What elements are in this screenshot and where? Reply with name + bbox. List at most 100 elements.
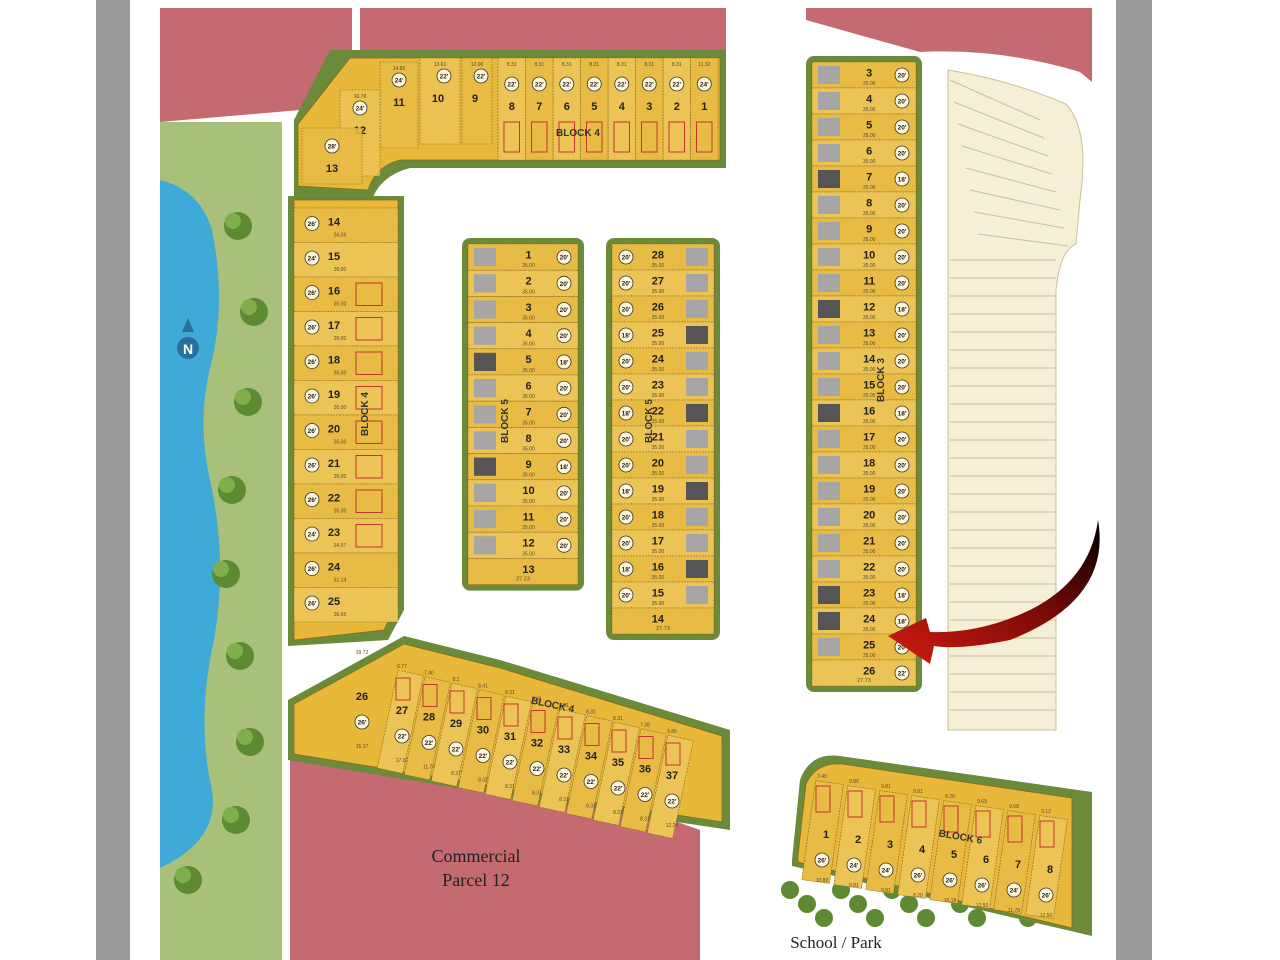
garage-size-text: 18' [622,411,631,418]
garage-size-badge [304,250,320,266]
garage-size-badge [618,275,634,291]
block5-east-label: BLOCK 5 [644,399,655,443]
lot-dimension: 31.14 [334,577,347,583]
garage-size-badge [894,353,910,369]
garage-size-badge [894,249,910,265]
house-footprint [355,420,383,444]
lot-dimension: 8.31 [613,716,623,722]
garage-footprint [686,404,708,422]
multi-family-unit-line [961,145,1053,175]
lot-dimension: 9.81 [849,883,859,889]
garage-size-text: 24' [882,868,891,875]
lot-parcel [511,702,559,807]
garage-size-badge [894,119,910,135]
lot-dimension: 35.00 [652,601,665,607]
lot-parcel [929,800,972,904]
garage-size-text: 22' [440,74,449,81]
lot-number: 22 [328,492,340,504]
lot: 22'58.31 [580,57,609,161]
lot-dimension: 8.31 [586,804,596,810]
lot-dimension: 8.31 [672,62,682,68]
garage-size-text: 18' [622,489,631,496]
garage-size-badge [894,561,910,577]
garage-size-badge [894,93,910,109]
lot: 22'68.31 [552,57,581,161]
lot-dimension: 35.00 [334,405,347,411]
lot-dimension: 35.00 [863,185,876,191]
garage-footprint [474,510,496,529]
lot-parcel [301,127,363,185]
garage-size-text: 28' [328,144,337,151]
lot-parcel [801,780,844,884]
lot-dimension: 15.37 [356,744,369,750]
lot-number: 22 [652,405,664,417]
house-footprint [355,489,383,513]
garage-size-text: 22' [507,82,516,89]
garage-size-badge [436,68,452,84]
garage-footprint [818,560,840,578]
garage-size-text: 18' [898,307,907,314]
garage-size-text: 20' [622,515,631,522]
garage-size-badge [942,872,958,888]
house-footprint [355,282,383,306]
garage-size-text: 20' [560,281,569,288]
garage-size-text: 20' [898,463,907,470]
lot-parcel [865,790,908,894]
garage-size-text: 20' [560,333,569,340]
house-footprint [1007,815,1023,843]
garage-size-text: 26' [308,221,317,228]
garage-size-text: 22' [477,74,486,81]
tree [815,909,833,927]
lot-number: 14 [328,216,341,228]
house-footprint [449,690,465,714]
house-footprint [558,121,575,153]
lot: 22'28.31 [662,57,691,161]
garage-footprint [818,196,840,214]
lot-dimension: 36.65 [334,612,347,618]
lot-dimension: 14.85 [393,66,406,72]
house-footprint [815,785,831,813]
garage-footprint [686,430,708,448]
multi-family-unit-line [965,167,1057,193]
tree [849,895,867,913]
lot-dimension: 35.00 [334,267,347,273]
lot-number: 5 [951,849,957,861]
lot-dimension: 35.00 [522,446,535,452]
lot-number: 22 [863,561,875,573]
garage-footprint [818,118,840,136]
lot-dimension: 8.31 [613,810,623,816]
tree [222,806,250,834]
house-footprint [641,121,658,153]
garage-size-text: 20' [622,593,631,600]
garage-size-badge [618,431,634,447]
house-footprint [847,790,863,818]
garage-size-badge [559,76,575,92]
garage-size-text: 24' [1010,888,1019,895]
lot-number: 15 [863,379,875,391]
garage-footprint [818,612,840,630]
garage-footprint [818,170,840,188]
block3: 25.43335.0020'435.0020'535.0020'635.0020… [806,56,922,692]
garage-size-badge [669,76,685,92]
garage-size-text: 26' [308,463,317,470]
lot-number: 17 [863,431,875,443]
lot: 14 [611,607,715,635]
lot-number: 3 [525,302,531,314]
lot: 22'38.31 [635,57,664,161]
garage-size-badge [304,492,320,507]
house-footprint [530,710,546,733]
garage-footprint [818,248,840,266]
lot-dimension: 35.00 [863,133,876,139]
